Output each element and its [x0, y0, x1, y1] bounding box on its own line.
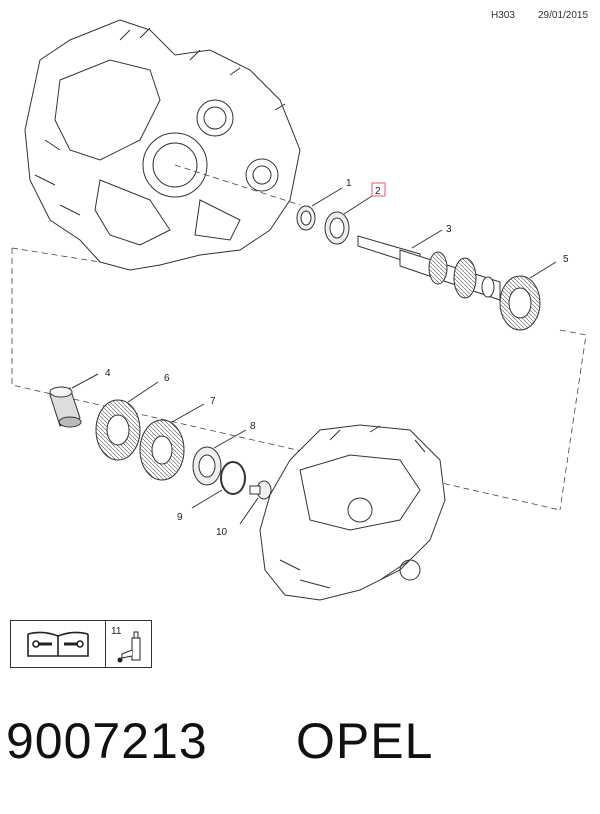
- callout-5: 5: [563, 254, 569, 265]
- transmission-housing-lower: [259, 424, 446, 601]
- callout-2: 2: [375, 186, 381, 197]
- part-3-shaft: [357, 229, 501, 301]
- callout-6: 6: [164, 373, 170, 384]
- diagram-date: 29/01/2015: [538, 10, 589, 21]
- part-1-seal: [296, 187, 343, 231]
- part-8-bearing: [192, 429, 247, 486]
- legend-item-number: 11: [111, 626, 122, 637]
- transmission-housing-upper: [24, 19, 301, 271]
- callout-8: 8: [250, 421, 256, 432]
- grease-gun-icon: [117, 631, 141, 663]
- part-5-gear: [499, 261, 557, 331]
- callout-3: 3: [446, 224, 452, 235]
- legend-box: 11: [10, 620, 152, 668]
- exploded-view-drawing: 1 2 3 4 5 6 7 8 9 10: [11, 19, 587, 601]
- callout-9: 9: [177, 512, 183, 523]
- part-4-needle-bearing: [49, 373, 99, 428]
- diagram-code: H303: [491, 10, 515, 21]
- brand-name: OPEL: [296, 713, 434, 769]
- part-number: 9007213: [6, 713, 208, 769]
- part-9-snap-ring: [191, 461, 246, 509]
- callout-1: 1: [346, 178, 352, 189]
- callout-4: 4: [105, 368, 111, 379]
- part-reference: 9007213 OPEL: [0, 708, 600, 798]
- part-2-bearing: [324, 195, 373, 245]
- callout-2-highlight: [371, 182, 386, 197]
- part-10-plug: [239, 480, 272, 525]
- callout-10: 10: [216, 527, 228, 538]
- callout-7: 7: [210, 396, 216, 407]
- part-7-gear: [139, 403, 205, 481]
- part-6-gear: [95, 381, 159, 461]
- service-manual-icon: [27, 631, 89, 657]
